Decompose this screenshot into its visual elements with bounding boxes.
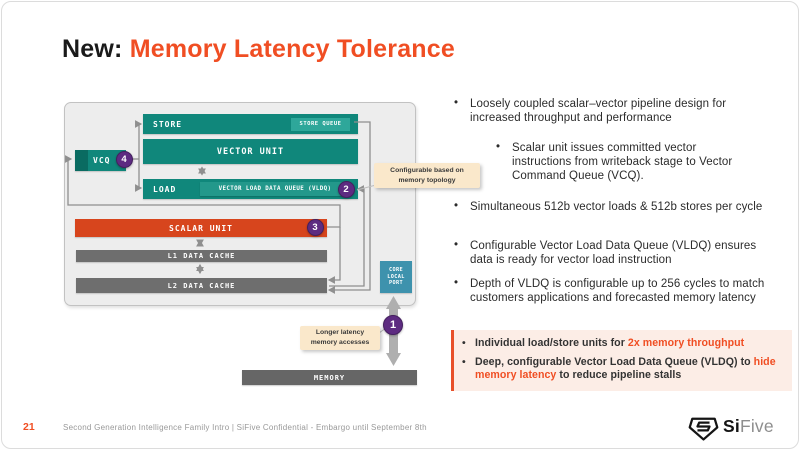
bullet-marker: • — [454, 277, 470, 305]
title-prefix: New: — [62, 35, 123, 63]
list-item-sub: •Scalar unit issues committed vector ins… — [496, 141, 734, 183]
takeaway-item: • Individual load/store units for 2x mem… — [462, 337, 784, 350]
list-item: •Depth of VLDQ is configurable up to 256… — [454, 277, 770, 305]
badge-4: 4 — [116, 151, 133, 168]
bullet-marker: • — [462, 356, 475, 382]
l2-data-cache-box: L2 DATA CACHE — [76, 278, 327, 293]
callout-configurable-topology: Configurable based on memory topology — [374, 163, 480, 188]
vector-unit-box: VECTOR UNIT — [143, 139, 358, 164]
key-takeaways-box: • Individual load/store units for 2x mem… — [451, 330, 792, 391]
bullet-marker: • — [454, 200, 470, 214]
title-highlight: Memory Latency Tolerance — [130, 35, 455, 63]
architecture-diagram: STORE STORE QUEUE VECTOR UNIT LOAD VECTO… — [64, 102, 416, 306]
vldq-box: VECTOR LOAD DATA QUEUE (VLDQ) — [200, 182, 350, 196]
callout-longer-latency: Longer latency memory accesses — [300, 326, 380, 350]
bullet-marker: • — [454, 97, 470, 125]
sifive-logo: SiFive — [688, 411, 774, 442]
sifive-logo-text: SiFive — [723, 416, 774, 437]
core-local-port-box: CORE LOCAL PORT — [380, 261, 412, 293]
memory-box: MEMORY — [242, 370, 417, 385]
sifive-shield-icon — [688, 411, 719, 442]
list-item: •Simultaneous 512b vector loads & 512b s… — [454, 200, 770, 214]
store-queue-box: STORE QUEUE — [291, 118, 350, 131]
bullet-marker: • — [462, 337, 475, 350]
page-title: New: Memory Latency Tolerance — [62, 35, 455, 64]
list-item: •Loosely coupled scalar–vector pipeline … — [454, 97, 770, 125]
vcq-queue-cell — [75, 150, 88, 171]
takeaway-item: • Deep, configurable Vector Load Data Qu… — [462, 356, 784, 382]
badge-3: 3 — [307, 219, 324, 236]
badge-2: 2 — [338, 181, 355, 198]
bullet-marker: • — [496, 141, 512, 183]
orange-emphasis: 2x memory throughput — [628, 337, 744, 349]
l1-data-cache-box: L1 DATA CACHE — [76, 250, 327, 262]
scalar-unit-box: SCALAR UNIT — [75, 219, 327, 237]
badge-1: 1 — [383, 315, 403, 335]
page-number: 21 — [23, 421, 35, 433]
list-item: •Configurable Vector Load Data Queue (VL… — [454, 239, 770, 267]
bullet-marker: • — [454, 239, 470, 267]
footer-text: Second Generation Intelligence Family In… — [63, 423, 427, 432]
